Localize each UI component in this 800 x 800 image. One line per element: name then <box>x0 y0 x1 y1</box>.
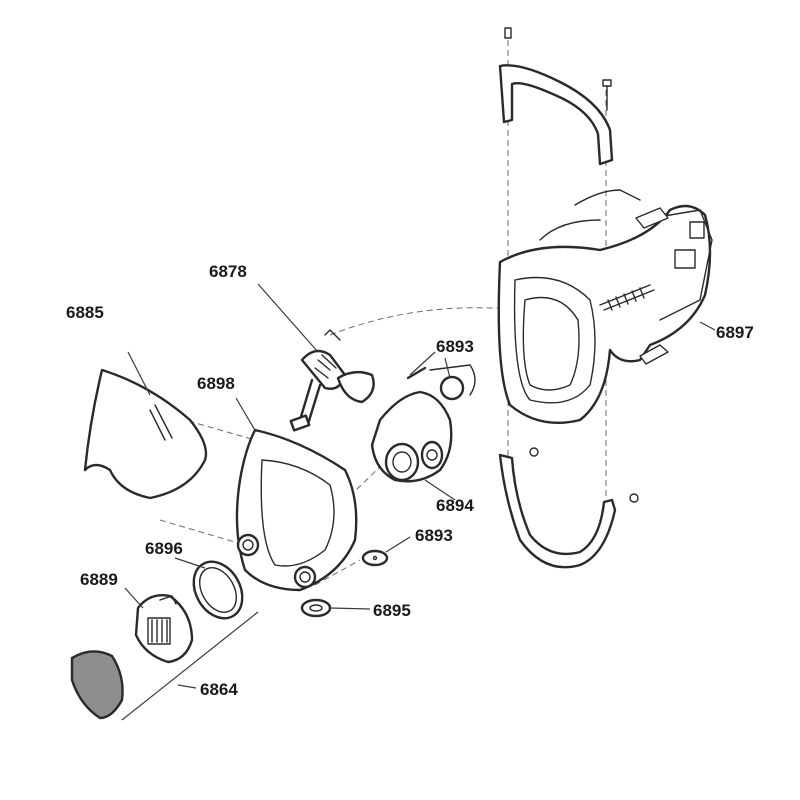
callout-6897: 6897 <box>716 323 754 342</box>
spectacle-kit-6878 <box>289 329 375 432</box>
valve-disc-6893-lower <box>361 549 389 567</box>
harness-frame <box>497 204 712 424</box>
callout-6885: 6885 <box>66 303 104 322</box>
head-harness-6897 <box>497 27 713 569</box>
callout-labels: 6878 6885 6898 6893 6897 6894 6896 6893 … <box>66 262 754 699</box>
callout-6896: 6896 <box>145 539 183 558</box>
screw-left <box>504 27 512 39</box>
callout-6893-upper: 6893 <box>436 337 474 356</box>
callout-6878: 6878 <box>209 262 247 281</box>
callout-6895: 6895 <box>373 601 411 620</box>
callout-6894: 6894 <box>436 496 474 515</box>
gasket-6896 <box>192 560 244 620</box>
callout-6898: 6898 <box>197 374 235 393</box>
leader-lines <box>121 283 716 721</box>
visor-6885 <box>83 368 208 500</box>
valve-disc-6893-upper <box>406 364 476 401</box>
screw-right <box>602 79 612 111</box>
bottom-strap <box>498 453 617 569</box>
inner-mask-6894 <box>370 390 453 483</box>
callout-6864: 6864 <box>200 680 238 699</box>
washer-6895 <box>300 598 332 618</box>
pre-filter-6864 <box>70 650 124 720</box>
callout-6893-lower: 6893 <box>415 526 453 545</box>
top-strap <box>498 64 614 166</box>
filter-holder-6889 <box>134 594 194 664</box>
callout-6889: 6889 <box>80 570 118 589</box>
face-mask-6898 <box>235 428 358 592</box>
